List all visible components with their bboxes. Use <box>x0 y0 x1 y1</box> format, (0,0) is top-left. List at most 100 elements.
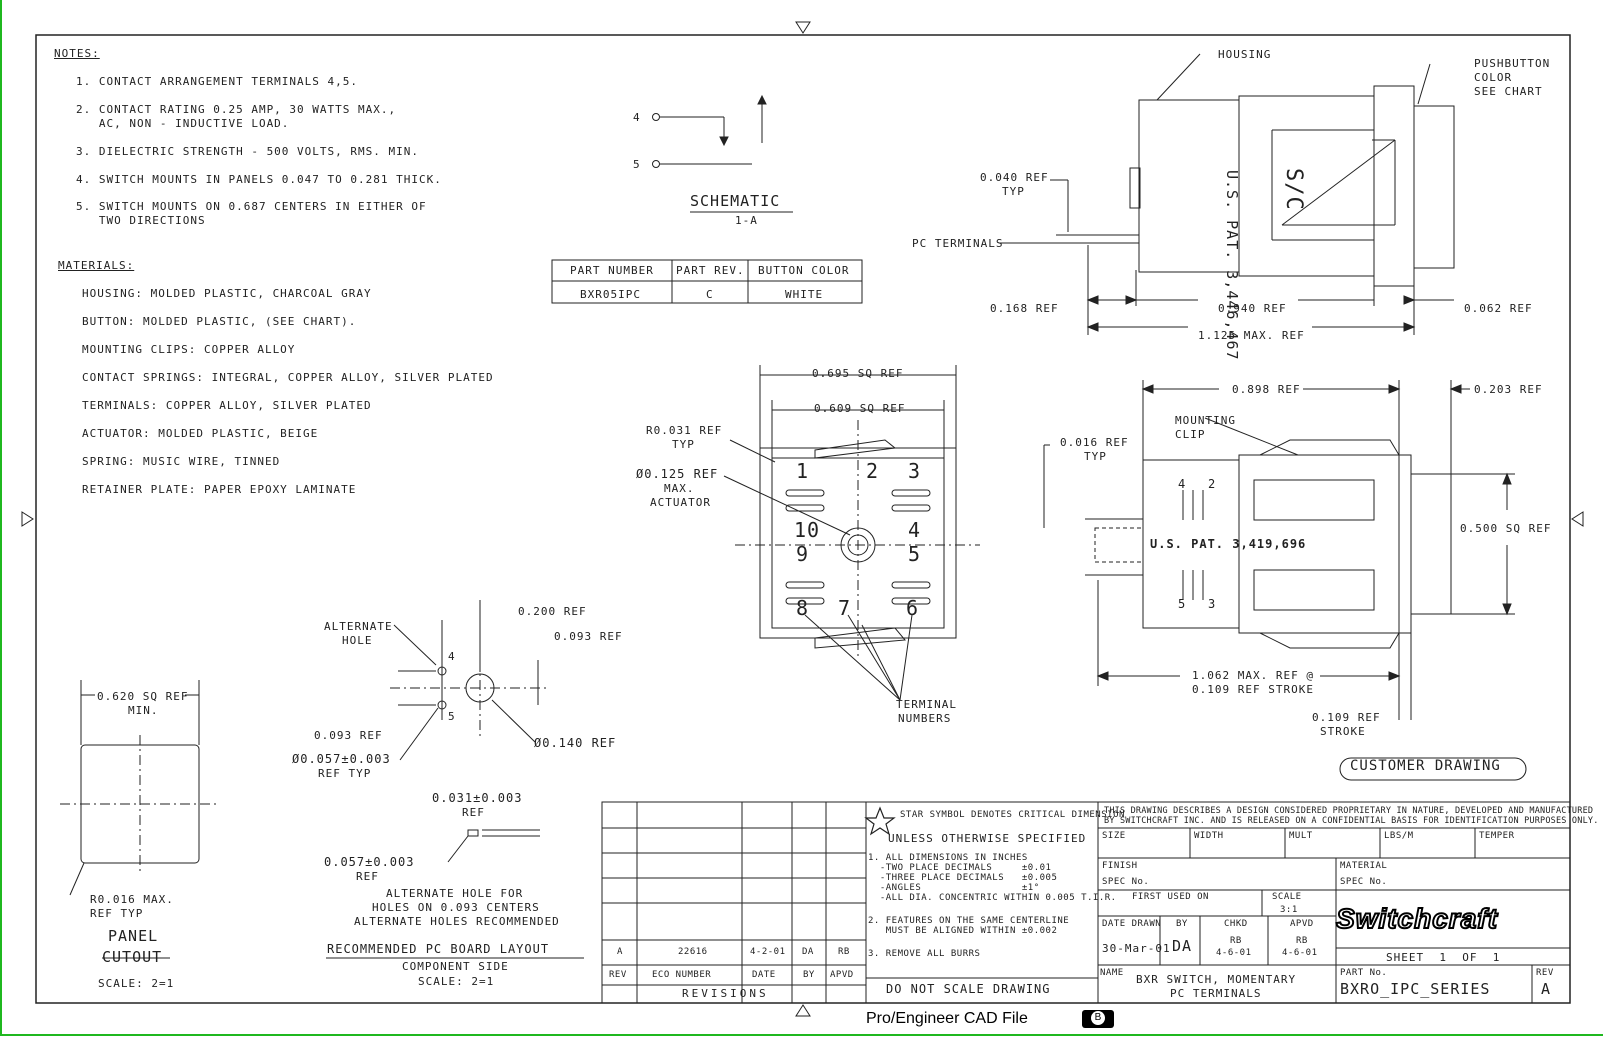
dim-140: Ø0.140 REF <box>534 736 617 750</box>
schematic-sub: 1-A <box>735 214 758 227</box>
pin-9: 9 <box>796 542 810 566</box>
rev-header-by: BY <box>803 970 815 980</box>
top-center-marker <box>795 21 811 34</box>
date-drawn-label: DATE DRAWN <box>1102 919 1162 929</box>
dim-203: 0.203 REF <box>1474 383 1543 396</box>
material-1: HOUSING: MOLDED PLASTIC, CHARCOAL GRAY <box>82 287 372 300</box>
panel-title-2: CUTOUT <box>102 948 163 966</box>
schematic-pin-4: 4 <box>633 111 641 124</box>
material-7: SPRING: MUSIC WIRE, TINNED <box>82 455 281 468</box>
rev-row-date: 4-2-01 <box>750 947 786 957</box>
rev-header-eco: ECO NUMBER <box>652 970 712 980</box>
rev-row-rev: A <box>617 947 623 957</box>
schematic-title: SCHEMATIC <box>690 192 781 210</box>
side-pin-3: 3 <box>1208 597 1217 611</box>
chkd-value-2: 4-6-01 <box>1216 948 1252 958</box>
rev-row-by: DA <box>802 947 814 957</box>
cad-file-label: Pro/Engineer CAD File <box>866 1010 1028 1027</box>
chkd-label: CHKD <box>1224 919 1248 929</box>
dim-695: 0.695 SQ REF <box>812 367 904 380</box>
pushbutton-label-3: SEE CHART <box>1474 85 1543 98</box>
part-table-cell-0: BXR05IPC <box>580 288 641 301</box>
customer-drawing-pill <box>1339 757 1527 781</box>
front-view <box>723 365 980 701</box>
alt-note-2: HOLES ON 0.093 CENTERS <box>372 901 540 914</box>
d125-actuator: ACTUATOR <box>650 496 711 509</box>
date-value: 30-Mar-01 <box>1102 942 1171 955</box>
side-pin-2: 2 <box>1208 477 1217 491</box>
pcb-layout-sub: COMPONENT SIDE <box>402 960 509 973</box>
rev-row-apvd: RB <box>838 947 850 957</box>
rev-header-apvd: APVD <box>830 970 854 980</box>
material-8: RETAINER PLATE: PAPER EPOXY LAMINATE <box>82 483 357 496</box>
dim-109: 0.109 REF <box>1312 711 1381 724</box>
part-table-cell-1: C <box>706 288 714 301</box>
r031-typ: TYP <box>672 438 695 451</box>
sc-mark: S/C <box>1281 168 1306 211</box>
dim-200: 0.200 REF <box>518 605 587 618</box>
side-view-top <box>1000 53 1455 335</box>
unless-specified: UNLESS OTHERWISE SPECIFIED <box>888 832 1087 845</box>
apvd-value-2: 4-6-01 <box>1282 948 1318 958</box>
spec-no-label: SPEC No. <box>1102 877 1150 887</box>
pcb-layout-title: RECOMMENDED PC BOARD LAYOUT <box>327 942 550 956</box>
features-1: 2. FEATURES ON THE SAME CENTERLINE <box>868 916 1070 926</box>
name-value-1: BXR SWITCH, MOMENTARY <box>1136 973 1297 986</box>
tol-2: -TWO PLACE DECIMALS ±0.01 <box>868 863 1052 873</box>
note-5: 5. SWITCH MOUNTS ON 0.687 CENTERS IN EIT… <box>76 200 427 213</box>
star-note: STAR SYMBOL DENOTES CRITICAL DIMENSION <box>900 810 1125 820</box>
terminal-numbers-2: NUMBERS <box>898 712 952 725</box>
note-4: 4. SWITCH MOUNTS IN PANELS 0.047 TO 0.28… <box>76 173 442 186</box>
scale-value: 3:1 <box>1280 905 1298 915</box>
title-block-grid <box>601 801 1571 1004</box>
materials-heading: MATERIALS: <box>58 259 135 272</box>
ref040-label: 0.040 REF <box>980 171 1049 184</box>
part-table-grid <box>551 259 863 304</box>
size-badge-letter: B <box>1091 1011 1105 1025</box>
right-center-marker <box>1571 511 1584 527</box>
sheet-label: SHEET 1 OF 1 <box>1386 951 1501 964</box>
features-2: MUST BE ALIGNED WITHIN ±0.002 <box>868 926 1058 936</box>
chkd-value-1: RB <box>1230 936 1242 946</box>
pin-8: 8 <box>796 596 810 620</box>
schematic-pin-5: 5 <box>633 158 641 171</box>
pcb-layout-drawing <box>326 600 584 959</box>
rev-label: REV <box>1536 968 1554 978</box>
dim-1125: 1.125 MAX. REF <box>1198 329 1305 342</box>
pc-terminals-label: PC TERMINALS <box>912 237 1004 250</box>
burrs: 3. REMOVE ALL BURRS <box>868 949 981 959</box>
pushbutton-label-1: PUSHBUTTON <box>1474 57 1551 70</box>
rev-value: A <box>1541 980 1552 998</box>
dim-500: 0.500 SQ REF <box>1460 522 1552 535</box>
part-table-header-1: PART REV. <box>676 264 745 277</box>
tol-5: -ALL DIA. CONCENTRIC WITHIN 0.005 T.I.R. <box>868 893 1117 903</box>
pin-6: 6 <box>906 596 920 620</box>
pin-3: 3 <box>908 459 922 483</box>
dim-168: 0.168 REF <box>990 302 1059 315</box>
part-table-cell-2: WHITE <box>785 288 824 301</box>
size-badge[interactable]: B <box>1082 1010 1114 1028</box>
part-no-label: PART No. <box>1340 968 1388 978</box>
dim-609: 0.609 SQ REF <box>814 402 906 415</box>
dim-057b-ref: REF <box>356 870 379 883</box>
d125-max: MAX. <box>664 482 695 495</box>
alt-hole-1: ALTERNATE <box>324 620 393 633</box>
r016-label: R0.016 MAX. <box>90 893 174 906</box>
pcb-pin-4: 4 <box>448 650 456 663</box>
material-4: CONTACT SPRINGS: INTEGRAL, COPPER ALLOY,… <box>82 371 494 384</box>
rev-header-date: DATE <box>752 970 776 980</box>
apvd-label: APVD <box>1290 919 1314 929</box>
note-2b: AC, NON - INDUCTIVE LOAD. <box>76 117 290 130</box>
ref040-typ: TYP <box>1002 185 1025 198</box>
dim-109-stroke: STROKE <box>1320 725 1366 738</box>
dim-093b: 0.093 REF <box>314 729 383 742</box>
size-label: SIZE <box>1102 831 1126 841</box>
bottom-center-marker <box>795 1004 811 1017</box>
pcb-layout-scale: SCALE: 2=1 <box>418 975 495 988</box>
pin-4: 4 <box>908 518 922 542</box>
notes-heading: NOTES: <box>54 47 100 60</box>
dim-031: 0.031±0.003 <box>432 791 523 805</box>
side-pin-4: 4 <box>1178 477 1187 491</box>
panel-scale: SCALE: 2=1 <box>98 977 175 990</box>
